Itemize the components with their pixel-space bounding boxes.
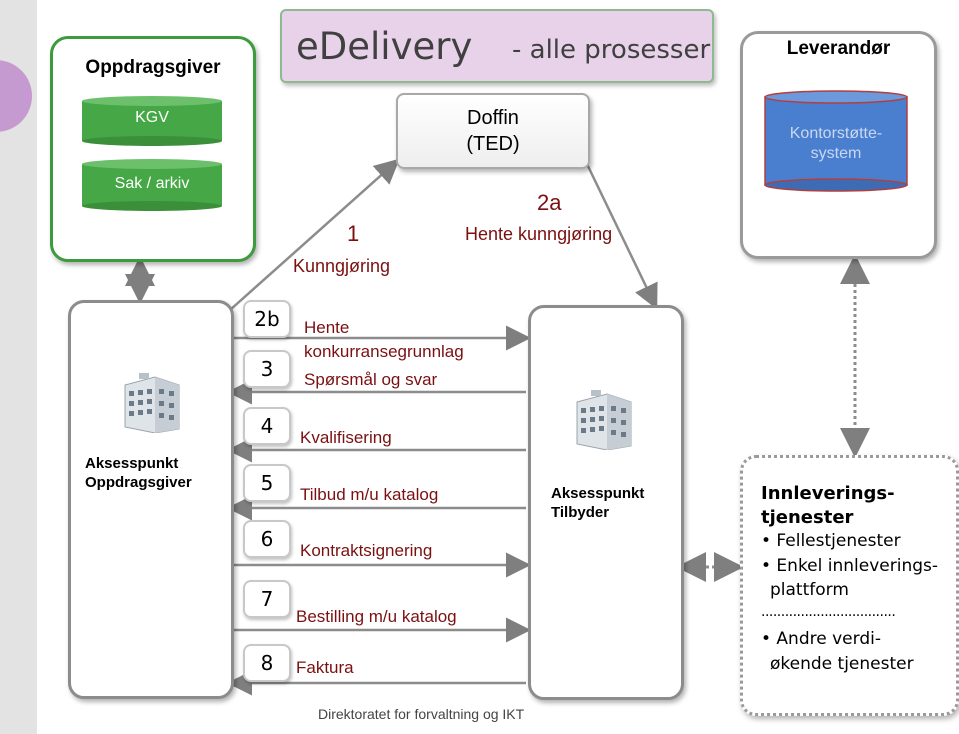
system-kgv: KGV xyxy=(135,109,169,126)
step-label-4: Kvalifisering xyxy=(300,428,392,447)
arrow-kunngjoring xyxy=(229,158,400,311)
step-number-2b: 2b xyxy=(243,300,291,338)
services-title: Innleverings- tjenester xyxy=(761,482,895,530)
oppdragsgiver-panel: Oppdragsgiver KGV Sak / arkiv xyxy=(50,36,256,262)
step-number-8: 8 xyxy=(243,644,291,682)
step-number-5: 5 xyxy=(243,464,291,502)
title-main: eDelivery xyxy=(296,25,473,68)
step-label-8: Faktura xyxy=(296,658,354,677)
doffin-line1: Doffin xyxy=(467,107,519,129)
service-enkel-line2: plattform xyxy=(770,580,849,600)
service-fellestjenester: • Fellestjenester xyxy=(761,531,901,551)
building-icon xyxy=(124,373,180,433)
step-number-7: 7 xyxy=(243,580,291,618)
leverandor-heading: Leverandør xyxy=(786,38,891,59)
system-sak-arkiv: Sak / arkiv xyxy=(114,175,190,192)
services-title-line1: Innleverings- xyxy=(761,483,895,504)
step-label-6: Kontraktsignering xyxy=(300,541,433,560)
aksesspunkt-oppdragsgiver-box: Aksesspunkt Oppdragsgiver xyxy=(68,300,234,699)
kontorstotte-cylinder-icon xyxy=(764,90,908,192)
step2a-label: Hente kunngjøring xyxy=(465,224,613,244)
step-label-3-line3: Spørsmål og svar xyxy=(304,370,438,389)
step1-number: 1 xyxy=(347,221,360,246)
step-label-7: Bestilling m/u katalog xyxy=(296,607,457,626)
kontorstotte-line1: Kontorstøtte- xyxy=(789,125,883,142)
kontorstotte-system-label: Kontorstøtte- system xyxy=(765,124,907,164)
ap-tilbyder-line1: Aksesspunkt xyxy=(551,485,645,502)
doffin-line2: (TED) xyxy=(466,133,520,155)
services-separator: .................................. xyxy=(761,604,896,620)
services-title-line2: tjenester xyxy=(761,507,854,528)
ap-tilbyder-line2: Tilbyder xyxy=(551,504,610,521)
step1-label: Kunngjøring xyxy=(293,256,391,276)
sak-arkiv-cylinder-icon xyxy=(82,159,222,211)
leverandor-panel: Leverandør Kontorstøtte- system xyxy=(740,31,937,259)
footer-text: Direktoratet for forvaltning og IKT xyxy=(318,706,525,722)
step-label-3-line2: konkurransegrunnlag xyxy=(304,342,464,361)
step-label-5: Tilbud m/u katalog xyxy=(300,485,439,504)
service-enkel-line1: • Enkel innleverings- xyxy=(761,556,939,576)
aksesspunkt-tilbyder-box: Aksesspunkt Tilbyder xyxy=(528,305,684,700)
step-number-6: 6 xyxy=(243,520,291,558)
innleveringstjenester-box: Innleverings- tjenester • Fellestjeneste… xyxy=(740,455,959,716)
building-icon xyxy=(576,390,632,450)
oppdragsgiver-heading: Oppdragsgiver xyxy=(85,57,221,78)
step2a-number: 2a xyxy=(537,190,562,215)
database-icons xyxy=(82,96,222,211)
title-banner: eDelivery - alle prosesser xyxy=(280,9,714,83)
aksesspunkt-tilbyder-label: Aksesspunkt Tilbyder xyxy=(551,484,644,522)
arrow-hente-kunngjoring xyxy=(584,161,658,310)
ap-oppdragsgiver-line1: Aksesspunkt xyxy=(85,455,179,472)
step-number-4: 4 xyxy=(243,407,291,445)
step-label-3-line1: Hente xyxy=(304,318,350,337)
doffin-box: Doffin (TED) xyxy=(396,93,590,169)
kontorstotte-line2: system xyxy=(810,145,862,162)
service-andre-line1: • Andre verdi- xyxy=(761,629,881,649)
title-subtitle: - alle prosesser xyxy=(512,35,711,65)
aksesspunkt-oppdragsgiver-label: Aksesspunkt Oppdragsgiver xyxy=(85,454,192,492)
service-andre-line2: økende tjenester xyxy=(770,654,914,674)
ap-oppdragsgiver-line2: Oppdragsgiver xyxy=(85,474,192,491)
kgv-cylinder-icon xyxy=(82,96,222,146)
step-number-3: 3 xyxy=(243,350,291,388)
